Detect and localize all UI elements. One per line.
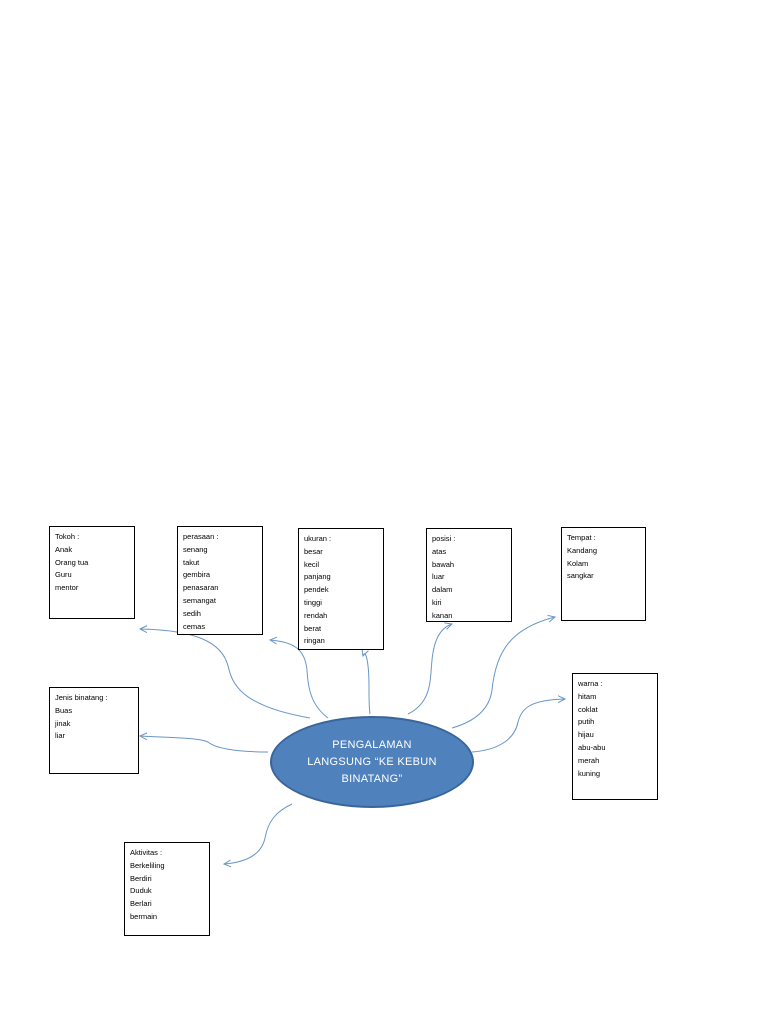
box-posisi-item: kiri — [432, 597, 442, 607]
box-aktivitas-title: Aktivitas : — [130, 848, 163, 857]
box-aktivitas-item: bermain — [130, 911, 158, 921]
box-warna-title: warna : — [578, 679, 603, 688]
central-topic-line: BINATANG” — [341, 772, 403, 785]
connector-perasaan — [270, 640, 329, 719]
box-perasaan-title: perasaan : — [183, 532, 219, 541]
box-ukuran-item: tinggi — [304, 597, 322, 607]
box-posisi-item: atas — [432, 546, 447, 556]
box-tempat-item: Kandang — [567, 545, 598, 555]
box-aktivitas-item: Duduk — [130, 886, 152, 896]
connector-jenis-binatang — [140, 736, 269, 753]
box-posisi-item: dalam — [432, 585, 453, 595]
box-jenis-binatang-item: liar — [55, 731, 66, 741]
box-jenis-binatang-item: jinak — [55, 718, 71, 728]
central-topic-line: PENGALAMAN — [332, 738, 412, 751]
box-tempat-item: Kolam — [567, 558, 589, 568]
box-ukuran-item: panjang — [304, 572, 331, 582]
box-tempat-item: sangkar — [567, 571, 594, 581]
box-ukuran-item: pendek — [304, 585, 329, 595]
box-perasaan-item: semangat — [183, 595, 216, 605]
box-posisi-title: posisi : — [432, 534, 456, 543]
connector-ukuran — [363, 654, 371, 715]
box-aktivitas-item: Berkeliling — [130, 860, 165, 870]
box-posisi-item: bawah — [432, 559, 455, 569]
box-posisi: posisi : atas bawah luar dalam kiri kana… — [426, 528, 512, 622]
central-topic-text: PENGALAMAN LANGSUNG “KE KEBUN BINATANG” — [297, 737, 447, 788]
box-warna-item: merah — [578, 755, 600, 765]
box-ukuran-item: kecil — [304, 559, 320, 569]
box-aktivitas: Aktivitas : Berkeliling Berdiri Duduk Be… — [124, 842, 210, 936]
box-ukuran: ukuran : besar kecil panjang pendek ting… — [298, 528, 384, 650]
box-tokoh-item: Orang tua — [55, 557, 89, 567]
connector-warna — [471, 699, 565, 753]
box-ukuran-item: besar — [304, 546, 323, 556]
box-warna-item: abu-abu — [578, 742, 606, 752]
box-jenis-binatang-title: Jenis binatang : — [55, 693, 108, 702]
box-warna-item: hijau — [578, 730, 594, 740]
box-warna-item: coklat — [578, 704, 598, 714]
central-topic-ellipse: PENGALAMAN LANGSUNG “KE KEBUN BINATANG” — [270, 716, 474, 808]
box-tokoh-item: Anak — [55, 544, 73, 554]
box-ukuran-item: ringan — [304, 636, 325, 646]
box-warna-item: putih — [578, 717, 595, 727]
connector-aktivitas — [224, 803, 293, 864]
box-warna: warna : hitam coklat putih hijau abu-abu… — [572, 673, 658, 800]
box-perasaan-item: senang — [183, 544, 208, 554]
box-perasaan-item: gembira — [183, 570, 211, 580]
box-jenis-binatang-item: Buas — [55, 705, 73, 715]
box-tokoh-item: mentor — [55, 583, 79, 593]
box-perasaan-item: cemas — [183, 621, 206, 631]
box-aktivitas-item: Berdiri — [130, 873, 152, 883]
box-jenis-binatang: Jenis binatang : Buas jinak liar — [49, 687, 139, 774]
box-tokoh-item: Guru — [55, 570, 72, 580]
box-perasaan-item: sedih — [183, 608, 201, 618]
box-tempat: Tempat : Kandang Kolam sangkar — [561, 527, 646, 621]
connector-tempat — [451, 617, 555, 729]
box-posisi-item: luar — [432, 572, 445, 582]
box-perasaan: perasaan : senang takut gembira penasara… — [177, 526, 263, 635]
box-aktivitas-item: Berlari — [130, 899, 152, 909]
connector-posisi — [407, 624, 452, 715]
box-ukuran-title: ukuran : — [304, 534, 332, 543]
box-perasaan-item: takut — [183, 557, 200, 567]
box-posisi-item: kanan — [432, 610, 453, 620]
box-tempat-title: Tempat : — [567, 533, 596, 542]
box-warna-item: kuning — [578, 768, 601, 778]
box-perasaan-item: penasaran — [183, 583, 219, 593]
box-warna-item: hitam — [578, 691, 597, 701]
central-topic-line: LANGSUNG “KE KEBUN — [307, 755, 437, 768]
box-ukuran-item: berat — [304, 623, 322, 633]
box-ukuran-item: rendah — [304, 610, 328, 620]
box-tokoh-title: Tokoh : — [55, 532, 80, 541]
box-tokoh: Tokoh : Anak Orang tua Guru mentor — [49, 526, 135, 619]
